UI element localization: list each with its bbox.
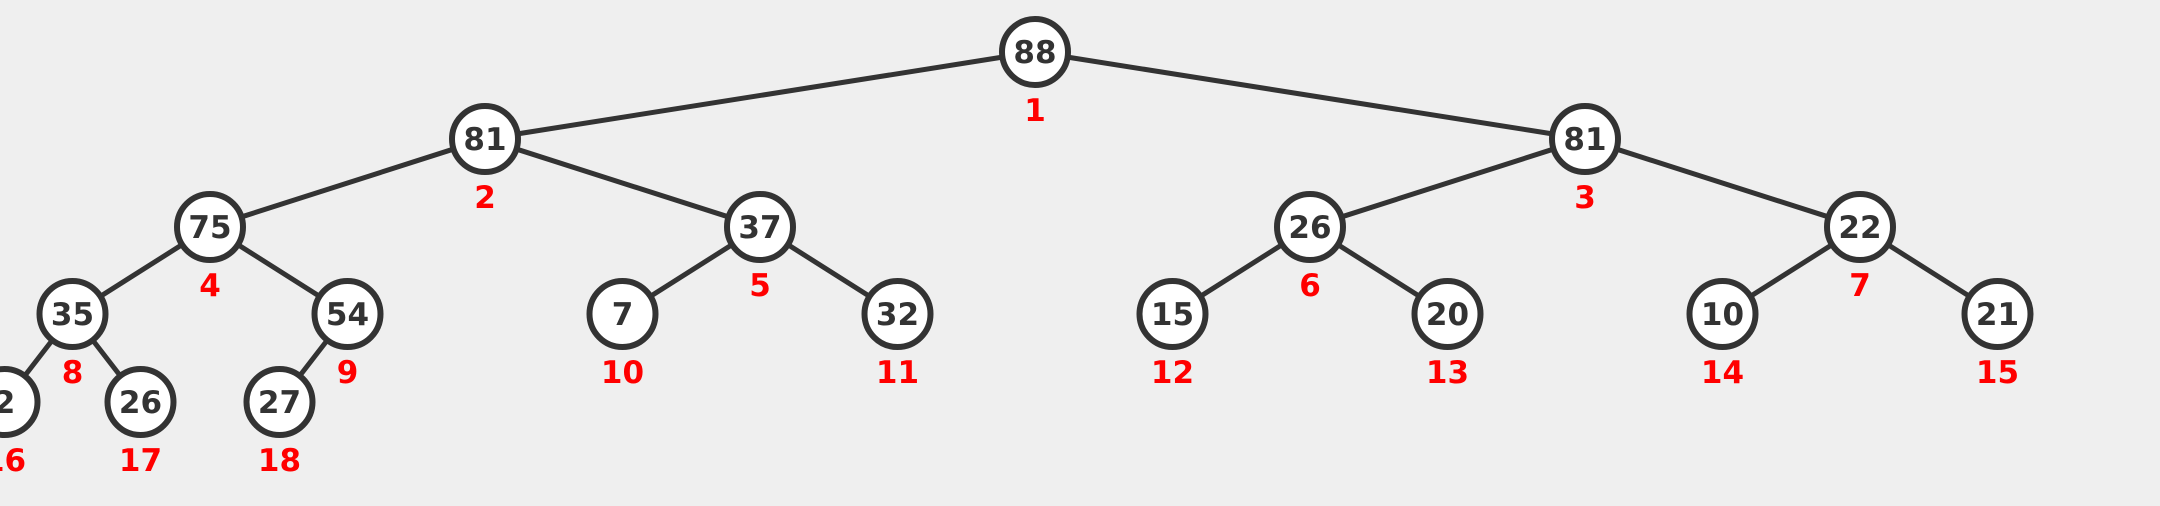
node-circle bbox=[311, 278, 384, 350]
node-circle bbox=[243, 366, 316, 438]
heap-node: 10 14 bbox=[1686, 278, 1759, 391]
node-index: 18 bbox=[258, 443, 301, 479]
node-index: 7 bbox=[1849, 268, 1871, 304]
tree-edge bbox=[22, 338, 55, 378]
node-index: 5 bbox=[749, 268, 771, 304]
node-value: 32 bbox=[876, 297, 919, 333]
node-circle bbox=[1824, 191, 1896, 263]
node-circle bbox=[724, 191, 796, 263]
node-circle bbox=[1136, 278, 1209, 350]
node-circle bbox=[1274, 191, 1346, 263]
node-value: 81 bbox=[463, 122, 506, 158]
heap-node: 26 17 bbox=[104, 366, 177, 479]
node-index: 17 bbox=[119, 443, 162, 479]
tree-edge bbox=[786, 242, 871, 299]
node-circle bbox=[0, 366, 41, 438]
node-value: 81 bbox=[1563, 122, 1606, 158]
tree-edge bbox=[1749, 242, 1834, 299]
node-index: 15 bbox=[1976, 355, 2019, 391]
node-value: 75 bbox=[188, 210, 231, 246]
node-value: 26 bbox=[1288, 210, 1331, 246]
node-value: 88 bbox=[1013, 35, 1056, 71]
node-value: 27 bbox=[258, 385, 301, 421]
tree-edge bbox=[90, 338, 123, 378]
tree-edges bbox=[22, 54, 1971, 378]
node-index: 9 bbox=[337, 355, 359, 391]
node-index: 4 bbox=[199, 268, 221, 304]
heap-node: 35 8 bbox=[36, 278, 109, 391]
node-index: 10 bbox=[601, 355, 644, 391]
node-index: 6 bbox=[1299, 268, 1321, 304]
node-value: 2 bbox=[0, 385, 15, 421]
tree-edge bbox=[297, 338, 330, 378]
heap-node: 75 4 bbox=[174, 191, 246, 304]
node-index: 14 bbox=[1701, 355, 1744, 391]
node-value: 37 bbox=[738, 210, 781, 246]
node-index: 1 bbox=[1024, 93, 1046, 129]
heap-node: 7 10 bbox=[586, 278, 659, 391]
tree-edge bbox=[517, 54, 1003, 137]
tree-edge bbox=[1340, 146, 1555, 220]
heap-node: 88 1 bbox=[999, 16, 1071, 129]
node-circle bbox=[1686, 278, 1759, 350]
node-circle bbox=[449, 103, 521, 175]
node-value: 21 bbox=[1976, 297, 2019, 333]
tree-edge bbox=[1336, 242, 1421, 299]
node-value: 15 bbox=[1151, 297, 1194, 333]
tree-edge bbox=[649, 242, 734, 299]
node-value: 20 bbox=[1426, 297, 1469, 333]
tree-edge bbox=[1067, 54, 1553, 137]
heap-node: 22 7 bbox=[1824, 191, 1896, 304]
tree-edge bbox=[1886, 242, 1971, 299]
tree-edge bbox=[515, 146, 730, 220]
node-index: 8 bbox=[62, 355, 84, 391]
heap-node: 21 15 bbox=[1961, 278, 2034, 391]
heap-node: 37 5 bbox=[724, 191, 796, 304]
tree-nodes: 8818128137543752662273585497103211151220… bbox=[0, 16, 2034, 479]
heap-node: 26 6 bbox=[1274, 191, 1346, 304]
node-index: 16 bbox=[0, 443, 26, 479]
tree-edge bbox=[236, 242, 321, 299]
heap-node: 81 2 bbox=[449, 103, 521, 216]
node-index: 12 bbox=[1151, 355, 1194, 391]
node-index: 3 bbox=[1574, 180, 1596, 216]
node-value: 22 bbox=[1838, 210, 1881, 246]
node-circle bbox=[1961, 278, 2034, 350]
tree-edge bbox=[1615, 146, 1830, 220]
node-value: 35 bbox=[51, 297, 94, 333]
tree-edge bbox=[1199, 242, 1284, 299]
node-index: 2 bbox=[474, 180, 496, 216]
node-circle bbox=[174, 191, 246, 263]
heap-node: 54 9 bbox=[311, 278, 384, 391]
node-index: 11 bbox=[876, 355, 919, 391]
node-circle bbox=[36, 278, 109, 350]
node-circle bbox=[1549, 103, 1621, 175]
node-circle bbox=[1411, 278, 1484, 350]
node-index: 13 bbox=[1426, 355, 1469, 391]
tree-edge bbox=[99, 242, 184, 299]
node-circle bbox=[999, 16, 1071, 88]
node-value: 26 bbox=[119, 385, 162, 421]
node-value: 7 bbox=[612, 297, 634, 333]
heap-node: 32 11 bbox=[861, 278, 934, 391]
heap-node: 81 3 bbox=[1549, 103, 1621, 216]
node-circle bbox=[586, 278, 659, 350]
node-circle bbox=[104, 366, 177, 438]
node-circle bbox=[861, 278, 934, 350]
heap-node: 27 18 bbox=[243, 366, 316, 479]
heap-node: 2 16 bbox=[0, 366, 41, 479]
node-value: 10 bbox=[1701, 297, 1744, 333]
node-value: 54 bbox=[326, 297, 369, 333]
tree-edge bbox=[240, 146, 455, 220]
